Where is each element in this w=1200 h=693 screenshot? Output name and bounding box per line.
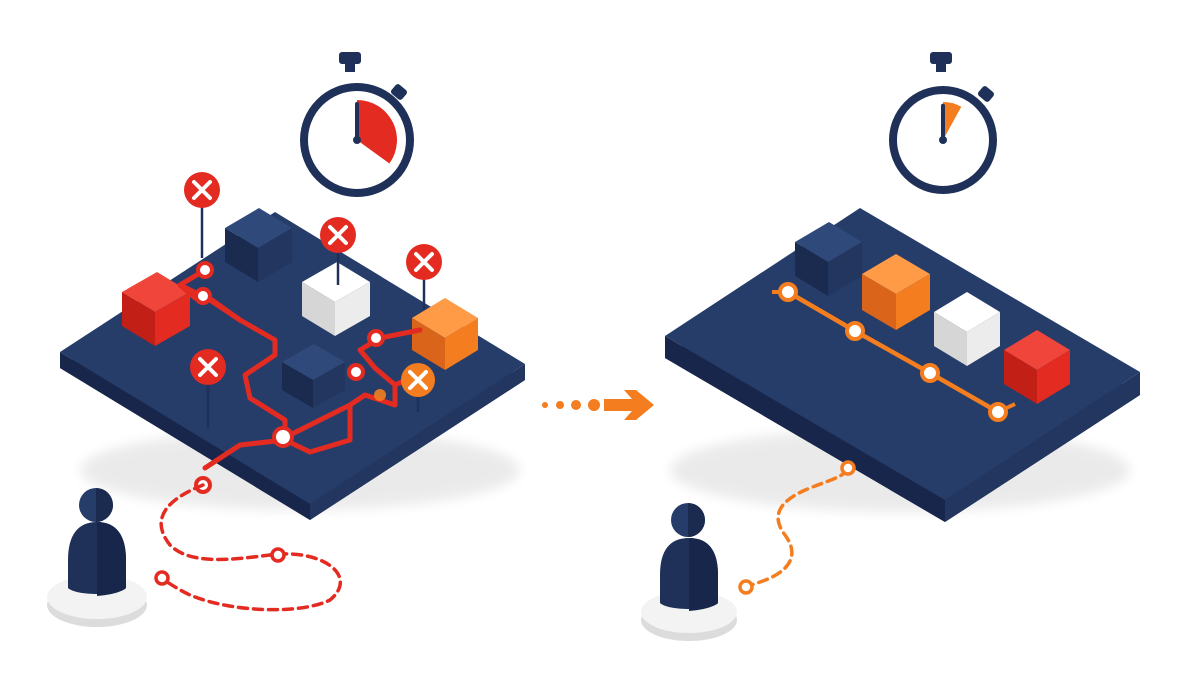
after-block-navy — [795, 222, 862, 296]
user-figure-icon — [641, 503, 737, 641]
after-dashed-path — [738, 460, 856, 595]
x-marker-icon — [406, 244, 442, 310]
after-scene — [641, 52, 1140, 641]
after-platform — [665, 208, 1140, 522]
after-block-orange — [862, 254, 930, 330]
stopwatch-before — [300, 52, 414, 197]
before-block-white — [302, 262, 370, 336]
before-block-navy-back — [225, 208, 292, 282]
x-marker-icon — [190, 349, 226, 428]
stopwatch-icon — [300, 52, 414, 197]
before-block-red — [122, 272, 190, 346]
before-blocker-markers — [184, 172, 442, 428]
before-block-navy-mid — [282, 344, 345, 408]
dotted-arrow-right-icon — [542, 390, 654, 420]
x-marker-icon — [184, 172, 220, 258]
after-block-red — [1004, 330, 1070, 404]
stopwatch-icon — [889, 52, 997, 194]
before-route-nodes — [194, 261, 385, 494]
after-straight-route — [772, 282, 1016, 422]
after-block-white — [934, 292, 1000, 366]
stopwatch-after — [889, 52, 997, 194]
before-scene — [47, 52, 525, 627]
x-marker-icon — [320, 217, 356, 285]
user-figure-icon — [47, 488, 147, 627]
x-marker-icon — [401, 363, 435, 412]
glow-spot — [374, 389, 386, 401]
before-dashed-path — [154, 483, 343, 612]
